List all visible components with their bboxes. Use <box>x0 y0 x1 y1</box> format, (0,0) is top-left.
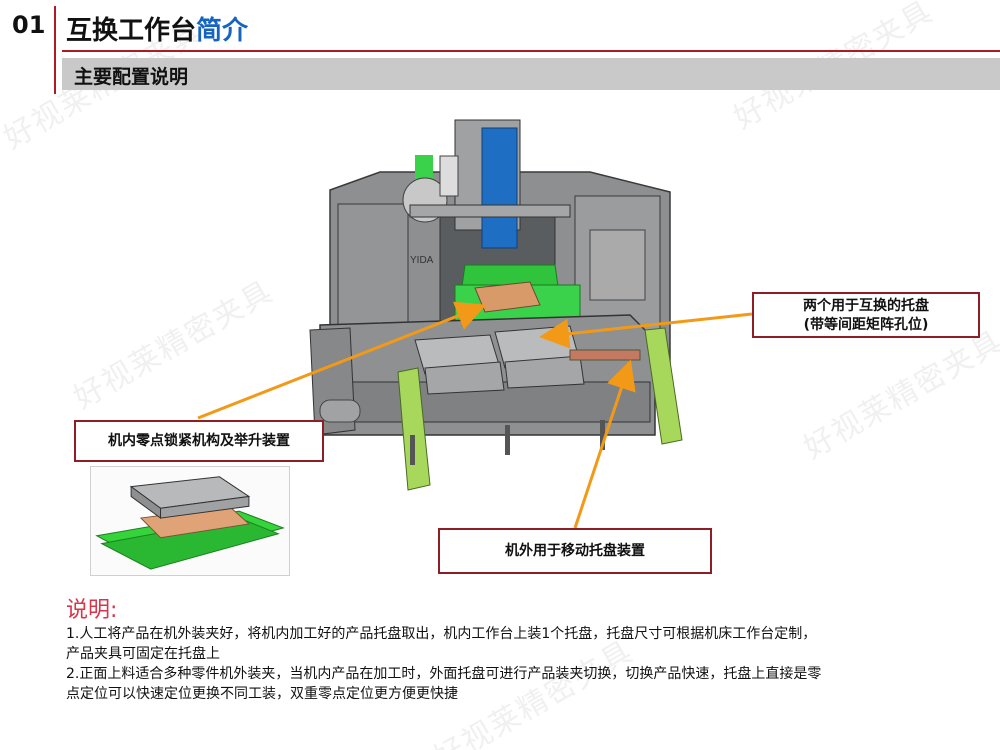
zero-point-detail-image <box>90 466 290 576</box>
arrow-to-move <box>573 359 636 529</box>
subtitle-bar: 主要配置说明 <box>62 58 1000 90</box>
callout-move: 机外用于移动托盘装置 <box>438 528 712 574</box>
note-line: 点定位可以快速定位更换不同工装，双重零点定位更方便更快捷 <box>66 686 458 702</box>
arrow-to-lock <box>197 301 487 420</box>
title-accent: 简介 <box>196 16 249 46</box>
page-header: 01 互换工作台简介 <box>0 0 1000 55</box>
machine-brand-label: YIDA <box>410 255 434 266</box>
machine-illustration: YIDA <box>309 119 683 491</box>
note-line: 2.正面上料适合多种零件机外装夹，当机内产品在加工时，外面托盘可进行产品装夹切换… <box>66 666 822 682</box>
subtitle: 主要配置说明 <box>74 66 189 88</box>
callout-pallets-line2: (带等间距矩阵孔位) <box>803 317 929 333</box>
title-main: 互换工作台 <box>66 16 197 46</box>
section-number: 01 <box>12 11 46 39</box>
section-divider <box>54 6 56 94</box>
note-line: 产品夹具可固定在托盘上 <box>66 646 220 662</box>
callout-pallets-line1: 两个用于互换的托盘 <box>803 298 929 314</box>
note-line: 1.人工将产品在机外装夹好，将机内加工好的产品托盘取出，机内工作台上装1个托盘，… <box>66 626 817 642</box>
arrow-to-pallets <box>539 312 753 349</box>
notes-heading: 说明: <box>66 598 118 623</box>
header-rule <box>62 50 1000 52</box>
page-title: 互换工作台简介 <box>66 10 248 47</box>
callout-pallets: 两个用于互换的托盘 (带等间距矩阵孔位) <box>752 292 980 338</box>
callout-lock: 机内零点锁紧机构及举升装置 <box>74 420 324 462</box>
